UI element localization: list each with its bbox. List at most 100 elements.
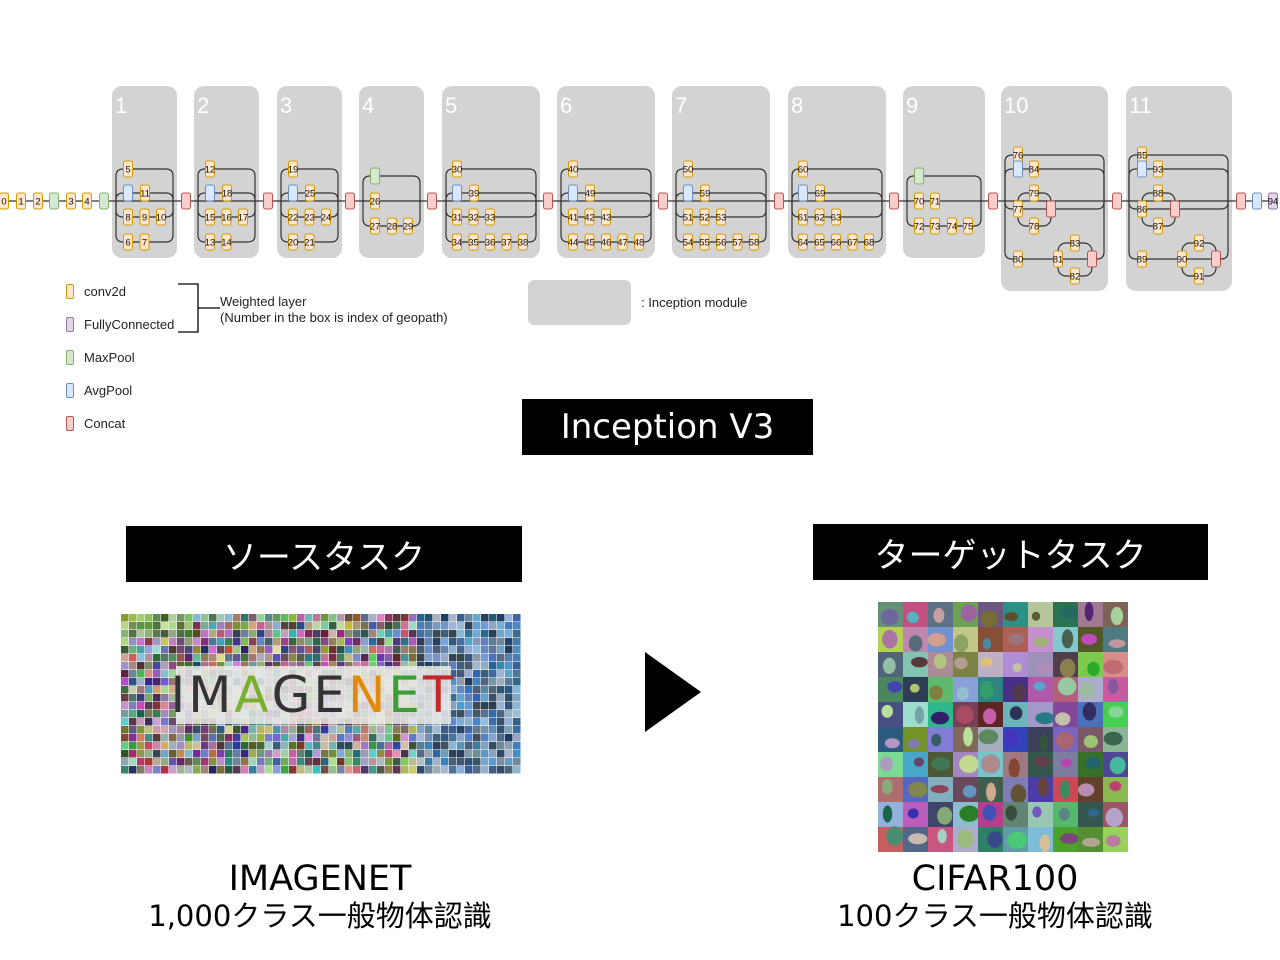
- cifar-sample-image: [928, 827, 953, 852]
- mosaic-tile: [513, 694, 521, 702]
- target-task-heading: ターゲットタスク: [813, 524, 1208, 580]
- node-index-label: 43: [601, 213, 612, 224]
- mosaic-tile: [409, 726, 417, 734]
- mosaic-tile: [241, 758, 249, 766]
- mosaic-tile: [457, 686, 465, 694]
- conv2d-node: 38: [518, 233, 528, 251]
- cifar-sample-image: [1028, 827, 1053, 852]
- mosaic-tile: [217, 742, 225, 750]
- module-label: 7: [675, 93, 687, 118]
- avgpool-box: [288, 184, 298, 202]
- mosaic-tile: [313, 662, 321, 670]
- mosaic-tile: [497, 638, 505, 646]
- conv2d-box: [1013, 200, 1023, 218]
- mosaic-tile: [185, 646, 193, 654]
- mosaic-tile: [449, 614, 457, 622]
- mosaic-tile: [321, 734, 329, 742]
- maxpool-swatch-icon: [66, 350, 74, 365]
- concat-box: [1170, 200, 1180, 218]
- mosaic-tile: [361, 742, 369, 750]
- mosaic-tile: [145, 646, 153, 654]
- note-line: (Number in the box is index of geopath): [220, 310, 448, 325]
- mosaic-tile: [129, 734, 137, 742]
- node-index-label: 63: [831, 213, 842, 224]
- conv2d-node: 41: [568, 208, 578, 226]
- mosaic-tile: [505, 686, 513, 694]
- mosaic-tile: [473, 686, 481, 694]
- mosaic-tile: [473, 766, 481, 774]
- conv2d-node: 17: [238, 208, 248, 226]
- mosaic-tile: [305, 750, 313, 758]
- mosaic-tile: [505, 646, 513, 654]
- node-index-label: 44: [568, 238, 579, 249]
- mosaic-tile: [193, 758, 201, 766]
- node-index-label: 42: [584, 213, 595, 224]
- mosaic-tile: [313, 614, 321, 622]
- mosaic-tile: [513, 750, 521, 758]
- node-index-label: 59: [700, 189, 711, 200]
- mosaic-tile: [193, 742, 201, 750]
- mosaic-tile: [177, 622, 185, 630]
- mosaic-tile: [233, 638, 241, 646]
- node-index-label: 49: [585, 189, 596, 200]
- conv2d-node: 11: [140, 184, 150, 202]
- node-index-label: 0: [1, 197, 6, 208]
- conv2d-box: [1153, 184, 1163, 202]
- mosaic-tile: [385, 758, 393, 766]
- legend-avgpool: AvgPool: [66, 383, 132, 398]
- mosaic-tile: [313, 654, 321, 662]
- mosaic-tile: [369, 758, 377, 766]
- conv2d-node: 76: [1013, 146, 1023, 164]
- node-index-label: 62: [814, 213, 825, 224]
- mosaic-tile: [513, 654, 521, 662]
- mosaic-tile: [193, 662, 201, 670]
- mosaic-tile: [513, 710, 521, 718]
- fully-connected-node: 94: [1268, 192, 1278, 210]
- mosaic-tile: [177, 654, 185, 662]
- mosaic-tile: [241, 614, 249, 622]
- logo-letter: M: [188, 666, 235, 724]
- cifar-sample-image: [1003, 602, 1028, 627]
- cifar-sample-image: [1103, 777, 1128, 802]
- mosaic-tile: [201, 662, 209, 670]
- mosaic-tile: [473, 622, 481, 630]
- conv2d-node: 73: [930, 217, 940, 235]
- node-index-label: 50: [683, 165, 694, 176]
- source-dataset-desc: 1,000クラス一般物体認識: [148, 899, 492, 933]
- mosaic-tile: [489, 694, 497, 702]
- mosaic-tile: [161, 678, 169, 686]
- mosaic-tile: [201, 734, 209, 742]
- mosaic-tile: [329, 622, 337, 630]
- node-index-label: 53: [716, 213, 727, 224]
- mosaic-tile: [209, 614, 217, 622]
- mosaic-tile: [449, 670, 457, 678]
- mosaic-tile: [433, 750, 441, 758]
- mosaic-tile: [177, 742, 185, 750]
- mosaic-tile: [417, 638, 425, 646]
- module-label: 11: [1129, 93, 1152, 118]
- mosaic-tile: [161, 622, 169, 630]
- logo-letter: E: [313, 666, 348, 724]
- node-index-label: 2: [35, 197, 40, 208]
- mosaic-tile: [377, 662, 385, 670]
- mosaic-tile: [233, 766, 241, 774]
- conv2d-node: 74: [947, 217, 957, 235]
- mosaic-tile: [345, 614, 353, 622]
- cifar-sample-image: [1053, 652, 1078, 679]
- mosaic-tile: [449, 718, 457, 726]
- logo-letter: N: [347, 666, 389, 724]
- mosaic-tile: [465, 718, 473, 726]
- mosaic-tile: [169, 646, 177, 654]
- mosaic-tile: [153, 758, 161, 766]
- mosaic-tile: [289, 630, 297, 638]
- mosaic-tile: [489, 734, 497, 742]
- mosaic-tile: [409, 622, 417, 630]
- cifar100-grid-image: [878, 602, 1128, 852]
- mosaic-tile: [225, 726, 233, 734]
- mosaic-tile: [393, 638, 401, 646]
- mosaic-tile: [457, 766, 465, 774]
- mosaic-tile: [137, 638, 145, 646]
- conv2d-box: [501, 233, 512, 251]
- mosaic-tile: [137, 670, 145, 678]
- target-dataset-name: CIFAR100: [911, 859, 1079, 899]
